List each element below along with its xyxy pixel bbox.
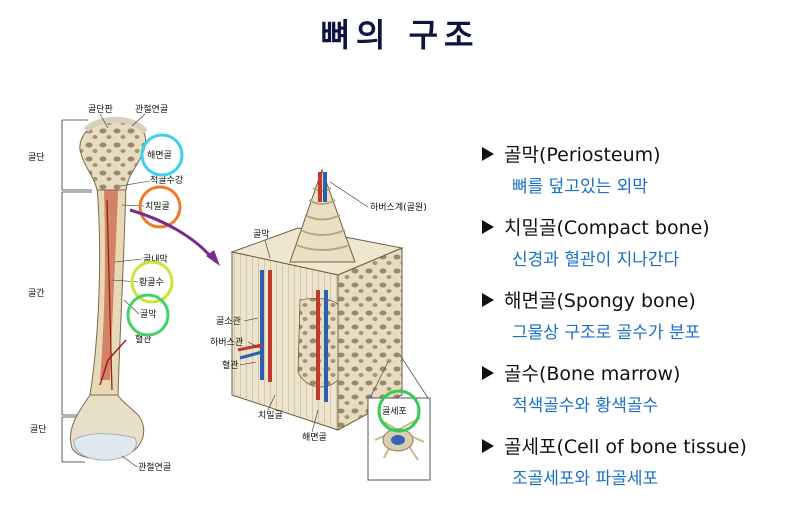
label-compact-bone: 치밀골 [145, 200, 170, 212]
label-spongy-bone: 해면골 [147, 150, 172, 161]
item-heading: 해면골(Spongy bone) [504, 290, 696, 312]
compact-bone-highlight-circle [138, 185, 182, 229]
item-heading: 골수(Bone marrow) [504, 363, 681, 385]
label-articular-cartilage-bottom: 관절연골 [138, 461, 171, 473]
label-medullary-cavity: 적골수강 [150, 174, 183, 186]
item-description: 그물상 구조로 골수가 분포 [512, 323, 701, 343]
triangle-bullet-icon [482, 219, 494, 234]
item-heading: 치밀골(Compact bone) [504, 217, 710, 239]
triangle-bullet-icon [482, 292, 494, 307]
list-item-bone-cell: 골세포(Cell of bone tissue) 조골세포와 파골세포 [482, 432, 800, 505]
label-blood-vessel-section: 혈관 [222, 359, 239, 371]
label-periosteum: 골막 [140, 309, 157, 320]
periosteum-highlight-circle [126, 293, 170, 337]
label-endosteum: 골내막 [143, 254, 168, 265]
label-articular-cartilage-top: 관절연골 [135, 103, 168, 115]
label-periosteum-section: 골막 [253, 229, 270, 240]
label-epiphysis-top: 골단 [28, 152, 45, 163]
list-item-compact-bone: 치밀골(Compact bone) 신경과 혈관이 지나간다 [482, 213, 800, 286]
label-bone-cell: 골세포 [382, 406, 407, 417]
label-haversian-system: 하버스계(골원) [370, 201, 427, 213]
spongy-bone-highlight-circle [140, 133, 184, 177]
osteon-tower [289, 168, 356, 263]
item-description: 신경과 혈관이 지나간다 [512, 250, 680, 270]
label-volkmann-canal: 골소관 [216, 316, 241, 327]
item-heading: 골세포(Cell of bone tissue) [504, 436, 747, 458]
triangle-bullet-icon [482, 146, 494, 161]
label-spongy-bone-section: 해면골 [302, 432, 327, 443]
item-description: 뼈를 덮고있는 외막 [512, 177, 648, 197]
list-item-bone-marrow: 골수(Bone marrow) 적색골수와 황색골수 [482, 359, 800, 432]
structure-description-list: 골막(Periosteum) 뼈를 덮고있는 외막 치밀골(Compact bo… [482, 140, 800, 505]
label-yellow-marrow: 황골수 [139, 277, 164, 288]
triangle-bullet-icon [482, 365, 494, 380]
label-compact-bone-section: 치밀골 [258, 409, 283, 421]
item-description: 조골세포와 파골세포 [512, 469, 659, 489]
list-item-periosteum: 골막(Periosteum) 뼈를 덮고있는 외막 [482, 140, 800, 213]
bone-cell-highlight-circle [377, 389, 421, 433]
page-title: 뼈의 구조 [320, 16, 480, 54]
item-heading: 골막(Periosteum) [504, 144, 661, 166]
marrow-highlight-circle [130, 260, 174, 304]
label-diaphysis: 골간 [28, 288, 45, 299]
label-epiphyseal-line: 골단판 [88, 104, 113, 115]
bone-cell-inset: 골세포 [367, 354, 431, 481]
label-haversian-canal: 하버스관 [210, 337, 243, 348]
long-bone: 골단판 관절연골 골단 해면골 적골수강 치밀골 골내막 골간 황골수 골막 혈… [28, 103, 184, 473]
item-description: 적색골수와 황색골수 [512, 396, 659, 416]
list-item-spongy-bone: 해면골(Spongy bone) 그물상 구조로 골수가 분포 [482, 286, 800, 359]
label-epiphysis-bottom: 골단 [30, 424, 47, 435]
zoom-arrow [129, 208, 214, 259]
zoom-arrow-head-icon [206, 250, 220, 266]
triangle-bullet-icon [482, 438, 494, 453]
bone-cross-section: 하버스계(골원) 골막 골소관 하버스관 혈관 치밀골 해면골 [210, 168, 427, 443]
